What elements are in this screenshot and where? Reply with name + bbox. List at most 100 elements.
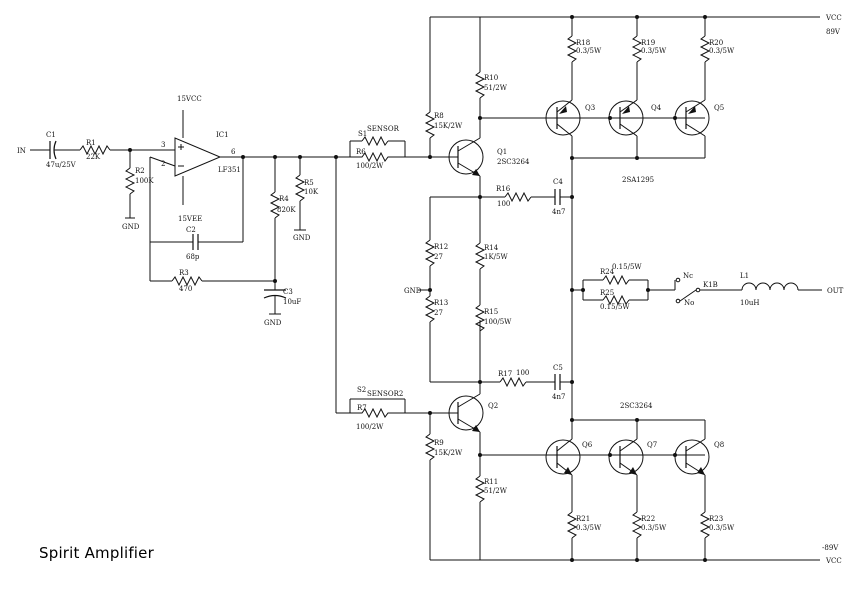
r3-label: R3 <box>179 269 189 277</box>
r16-value: 100 <box>497 200 510 208</box>
r7-value: 100/2W <box>356 423 384 431</box>
r23-value: 0.3/5W <box>709 524 735 532</box>
ic1-label: IC1 <box>216 131 229 139</box>
resistor-r8 <box>424 17 436 157</box>
gnd-r2-label: GND <box>122 223 140 231</box>
resistor-r9 <box>424 413 436 560</box>
r12-value: 27 <box>434 253 443 261</box>
c4-label: C4 <box>553 178 563 186</box>
s1-label: S1 <box>358 130 367 138</box>
junction-dot <box>428 288 432 292</box>
r15-value: 100/5W <box>484 318 512 326</box>
r25-label: R25 <box>600 289 614 297</box>
r4-label: R4 <box>279 195 289 203</box>
r18-label: R18 <box>576 39 590 47</box>
q1-value: 2SC3264 <box>497 158 530 166</box>
r20-value: 0.3/5W <box>709 47 735 55</box>
q7-label: Q7 <box>647 441 657 449</box>
resistor-r11 <box>474 455 486 560</box>
junction-dot <box>673 453 677 457</box>
sensor-label: SENSOR <box>367 125 400 133</box>
r24-label: R24 <box>600 268 615 276</box>
r23-label: R23 <box>709 515 723 523</box>
vcc-neg-value: -89V <box>822 544 839 552</box>
vcc-pos-value: 89V <box>826 28 841 36</box>
capacitor-c1 <box>44 140 80 160</box>
relay-k1b-label: K1B <box>703 281 718 289</box>
lower-output-stage <box>545 419 711 560</box>
r21-label: R21 <box>576 515 590 523</box>
q5-label: Q5 <box>714 104 724 112</box>
c5-label: C5 <box>553 364 563 372</box>
gnd-r5-label: GND <box>293 234 311 242</box>
resistor-r5 <box>294 157 306 231</box>
capacitor-c3 <box>263 289 287 315</box>
r9-label: R9 <box>434 439 444 447</box>
gnd-bias-label: GND <box>404 287 422 295</box>
junction-dot <box>570 558 574 562</box>
c4-value: 4n7 <box>552 208 565 216</box>
pin2-label: 2 <box>161 160 165 168</box>
r12-label: R12 <box>434 243 448 251</box>
r1-value: 22K <box>86 153 101 161</box>
c5-value: 4n7 <box>552 393 565 401</box>
r15-label: R15 <box>484 308 498 316</box>
junction-dot <box>273 279 277 283</box>
vcc-pos-label: VCC <box>825 14 842 22</box>
vcc-neg-label: VCC <box>825 557 842 565</box>
15vcc-label: 15VCC <box>177 95 202 103</box>
lf351-label: LF351 <box>218 166 241 174</box>
junction-dot <box>608 116 612 120</box>
r2-label: R2 <box>135 167 145 175</box>
r16-label: R16 <box>496 185 511 193</box>
r2-value: 100K <box>135 177 154 185</box>
junction-dot <box>570 418 574 422</box>
junction-dot <box>635 15 639 19</box>
c1-label: C1 <box>46 131 56 139</box>
r14-value: 1K/5W <box>484 253 508 261</box>
r11-value: 51/2W <box>484 487 508 495</box>
lower-transistor-type: 2SC3264 <box>620 402 653 410</box>
q4-label: Q4 <box>651 104 662 112</box>
sensor-s1-r6 <box>336 135 430 163</box>
r8-label: R8 <box>434 112 444 120</box>
junction-dot <box>646 288 650 292</box>
r17-value: 100 <box>516 369 529 377</box>
resistor-r4 <box>269 157 281 290</box>
r18-value: 0.3/5W <box>576 47 602 55</box>
sensor-s2-r7 <box>336 398 430 419</box>
q1-label: Q1 <box>497 148 507 156</box>
r4-value: 820K <box>277 206 296 214</box>
l1-value: 10uH <box>740 299 760 307</box>
opamp-ic1 <box>149 110 300 242</box>
r6-value: 100/2W <box>356 162 384 170</box>
r10-label: R10 <box>484 74 498 82</box>
r13-value: 27 <box>434 309 443 317</box>
schematic-title: Spirit Amplifier <box>39 544 154 562</box>
sensor2-label: SENSOR2 <box>367 390 403 398</box>
junction-dot <box>635 156 639 160</box>
c2-label: C2 <box>186 226 196 234</box>
c1-value: 47u/25V <box>46 161 77 169</box>
r13-label: R13 <box>434 299 448 307</box>
capacitor-c2 <box>150 157 244 250</box>
r11-label: R11 <box>484 478 498 486</box>
r24-value: 0.15/5W <box>612 263 642 271</box>
r8-value: 15K/2W <box>434 122 463 130</box>
q8-label: Q8 <box>714 441 724 449</box>
c3-label: C3 <box>283 288 293 296</box>
r20-label: R20 <box>709 39 723 47</box>
q6-label: Q6 <box>582 441 593 449</box>
r25-value: 0.15/5W <box>600 303 630 311</box>
junction-dot <box>635 558 639 562</box>
junction-dot <box>608 453 612 457</box>
junction-dot <box>673 116 677 120</box>
pin3-label: 3 <box>161 141 165 149</box>
transistor-q1 <box>430 118 484 243</box>
r21-value: 0.3/5W <box>576 524 602 532</box>
r9-value: 15K/2W <box>434 449 463 457</box>
15vee-label: 15VEE <box>178 215 202 223</box>
resistor-r2 <box>124 150 136 219</box>
q3-label: Q3 <box>585 104 595 112</box>
junction-dot <box>570 156 574 160</box>
